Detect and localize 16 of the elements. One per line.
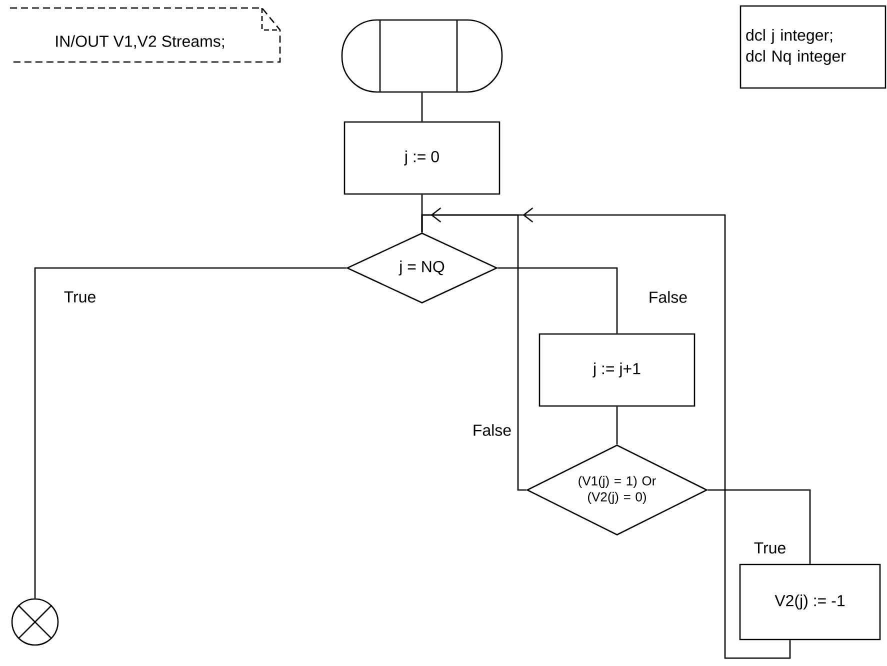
comment-box: IN/OUT V1,V2 Streams; <box>10 7 281 63</box>
edge-label: False <box>647 290 689 304</box>
connector-line <box>34 267 346 598</box>
connector-line <box>616 406 618 444</box>
connector-line <box>708 489 811 564</box>
edge-label: True <box>752 541 788 555</box>
declaration-box: dcl j integer; dcl Nq integer <box>740 5 886 89</box>
connector-line <box>421 92 423 122</box>
process-box: j := j+1 <box>538 333 696 407</box>
process-box: V2(j) := -1 <box>739 564 881 640</box>
stop-symbol <box>11 598 59 646</box>
start-symbol <box>341 19 503 93</box>
process-box: j := 0 <box>344 121 500 195</box>
connector-line <box>498 267 618 334</box>
edge-label: True <box>62 290 98 304</box>
edge-label: False <box>471 423 513 437</box>
